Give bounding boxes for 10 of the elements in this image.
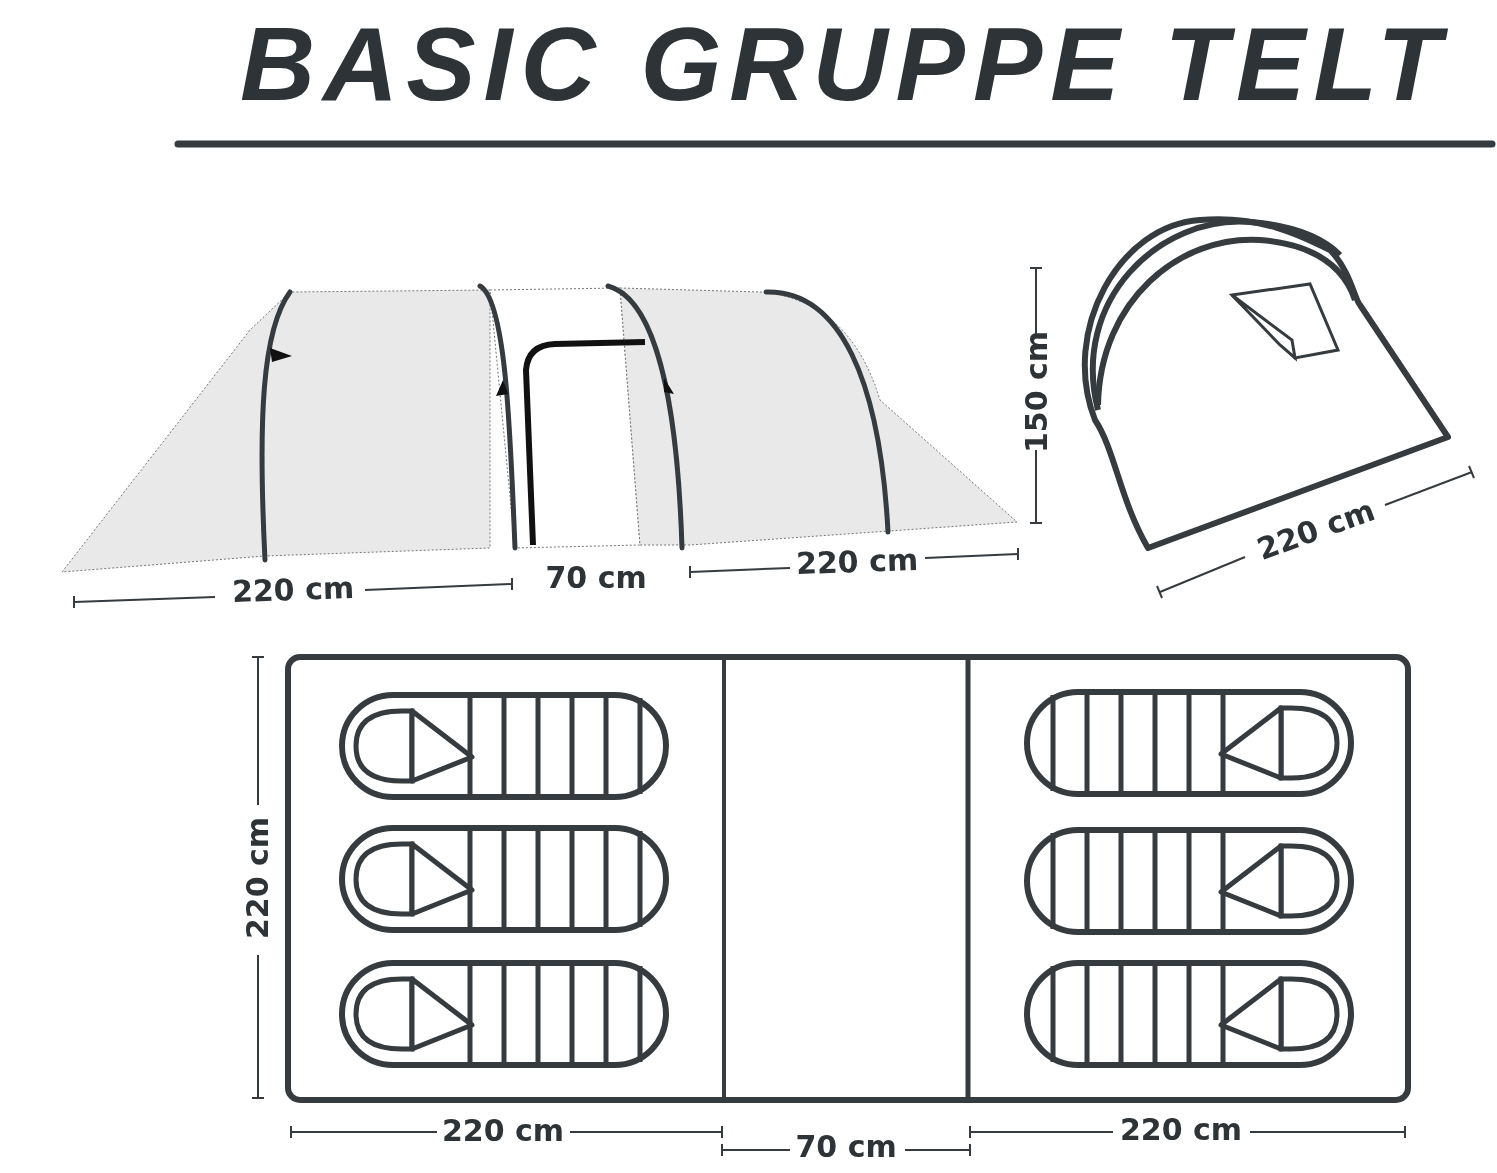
dimension-label: 220 cm <box>442 1114 565 1148</box>
dimension-label: 220 cm <box>795 542 919 582</box>
dimension-label: 220 cm <box>1120 1113 1243 1147</box>
dimension-label: 70 cm <box>545 561 647 595</box>
dimension-label: 220 cm <box>241 816 276 940</box>
dimension-label: 150 cm <box>1020 330 1055 454</box>
dimension-label: 220 cm <box>1252 493 1380 567</box>
dimension-label: 220 cm <box>231 570 355 610</box>
dimension-label: 70 cm <box>795 1130 897 1164</box>
title: BASIC GRUPPE TELT <box>240 5 1449 124</box>
